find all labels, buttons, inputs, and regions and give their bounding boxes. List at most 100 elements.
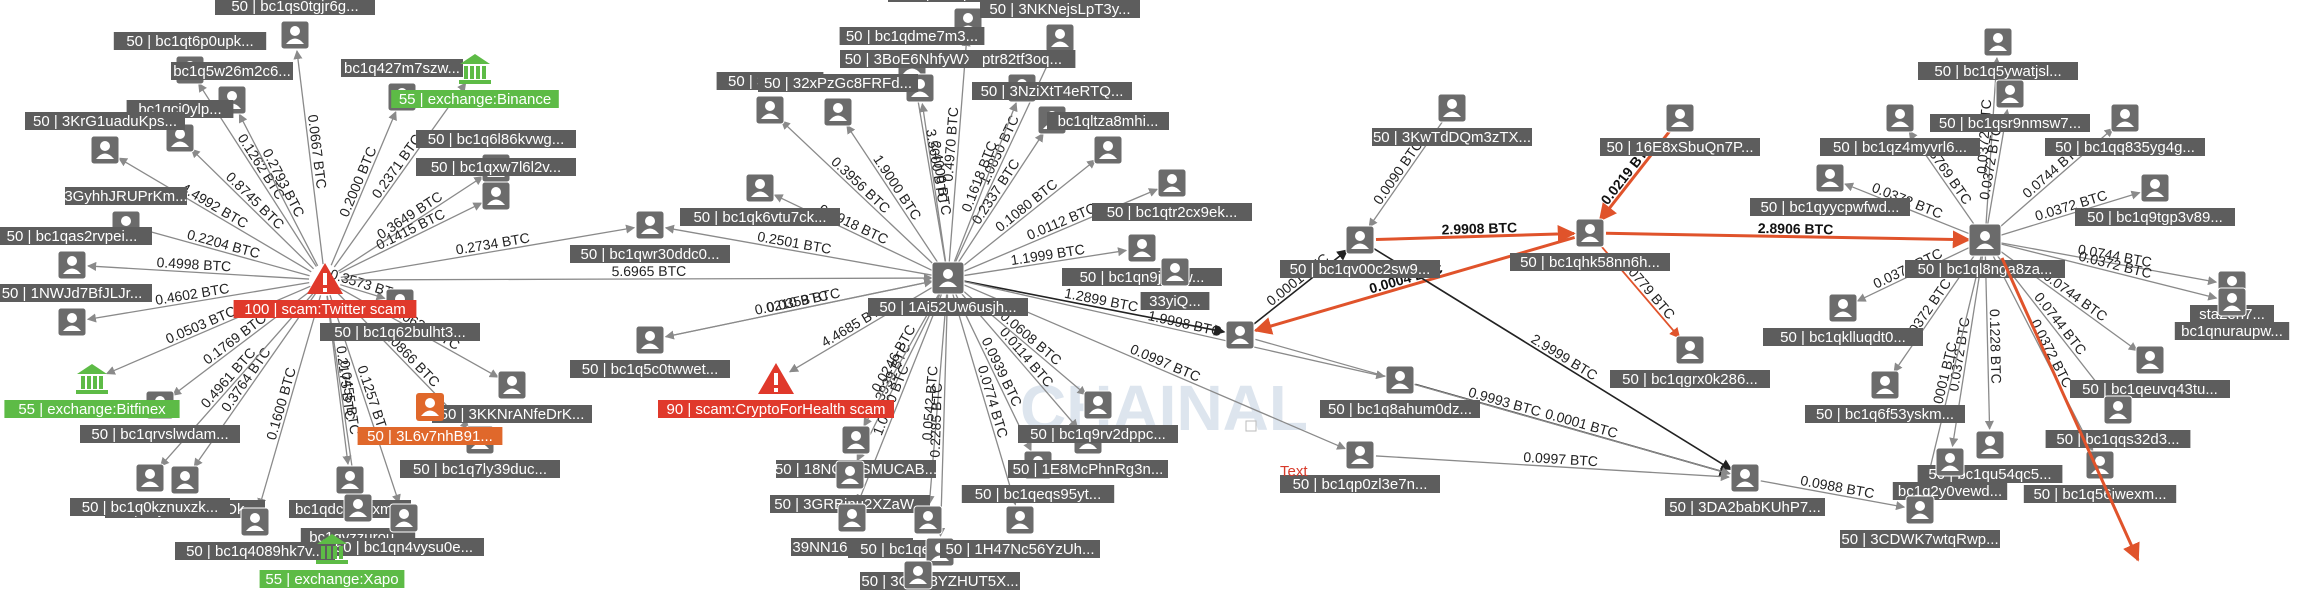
selection-handle[interactable] bbox=[1245, 420, 1257, 432]
edge-n28-n5[interactable] bbox=[190, 148, 315, 270]
edge-n28-n3[interactable] bbox=[238, 113, 319, 267]
edge-n28-n15[interactable] bbox=[257, 295, 322, 508]
edge-n28-n24[interactable] bbox=[333, 82, 467, 268]
edge-n28-n8[interactable] bbox=[339, 202, 483, 274]
node-user[interactable]: 50 | bc1q6f53yskm... bbox=[1805, 370, 1965, 423]
node-user[interactable]: 33yiQ... bbox=[1140, 257, 1210, 310]
edge-n42-n51[interactable] bbox=[954, 292, 1032, 452]
node-user[interactable]: 50 | bc1q5ywatjsl... bbox=[1918, 27, 2078, 80]
edge-n28-n4[interactable] bbox=[330, 110, 397, 266]
edge-n69-n63[interactable] bbox=[1985, 57, 2001, 225]
node-user[interactable]: 50 | bc1qgrx0k286... bbox=[1610, 335, 1770, 388]
node-user[interactable]: 50 | bc1qk6vtu7ck... bbox=[680, 173, 840, 226]
free-text-annotation[interactable]: Text bbox=[1280, 463, 1308, 480]
edge-n42-n21[interactable] bbox=[664, 224, 933, 276]
edge-n69-n72[interactable] bbox=[2000, 243, 2218, 301]
edge-n28-n6[interactable] bbox=[117, 157, 312, 273]
node-user[interactable]: 50 | 3NKNejsLpT3y... bbox=[980, 0, 1140, 53]
edge-n42-n48[interactable] bbox=[936, 293, 949, 537]
node-hub[interactable]: 50 | 1Ai52Uw6usjh... bbox=[868, 261, 1028, 316]
node-user[interactable]: 50 | bc1qn4vysu0e... bbox=[324, 503, 484, 556]
node-user[interactable]: 50 | bc1q0kznuxzk... bbox=[70, 463, 230, 516]
edge-n42-n33[interactable] bbox=[953, 102, 1018, 264]
node-scam[interactable]: 100 | scam:Twitter scam bbox=[233, 263, 417, 318]
node-user[interactable]: bc1q5w26m2c6... bbox=[171, 62, 293, 115]
edge-n62-n79[interactable] bbox=[1760, 480, 1906, 511]
node-user[interactable]: 50 | bc1qwr30ddc0... bbox=[570, 210, 730, 263]
node-bank[interactable]: 55 | exchange:Binance bbox=[391, 54, 559, 108]
edge-n42-n35[interactable] bbox=[846, 124, 940, 266]
node-user[interactable]: 50 | 3CDWK7wtqRwp... bbox=[1840, 495, 2000, 548]
node-user[interactable]: 50 | bc1qz4myvrl6... bbox=[1820, 103, 1980, 156]
node-user[interactable]: 50 | 1H47Nc56YzUh... bbox=[940, 505, 1100, 558]
node-user[interactable]: 50 | 3BoE6NhfyWXZ... bbox=[840, 50, 1000, 103]
edge-n69-n78[interactable] bbox=[1991, 253, 2094, 452]
node-user[interactable]: 50 | 32xPzGc8FRFd... bbox=[758, 74, 918, 127]
node-user[interactable]: 50 | bc1q9rv2dppc... bbox=[1018, 390, 1178, 443]
edge-n42-n50[interactable] bbox=[951, 293, 1018, 506]
node-bank[interactable]: 55 | exchange:Xapo bbox=[259, 534, 405, 588]
edge-n28-n10[interactable] bbox=[87, 261, 310, 280]
edge-n69-n71[interactable] bbox=[2000, 242, 2218, 286]
node-user[interactable]: 50 | 16E8xSbuQn7P... bbox=[1600, 103, 1760, 156]
node-user[interactable]: 50 | bc1qp0zl3e7n... bbox=[1280, 440, 1440, 493]
node-user[interactable]: 50 | 3KwTdDQm3zTX... bbox=[1372, 93, 1532, 146]
edge-n42-n31[interactable] bbox=[919, 102, 947, 263]
node-user[interactable]: 50 | bc1q4089hk7v... bbox=[175, 507, 335, 560]
node-user[interactable]: 50 | bc1q8ahum0dz... bbox=[1320, 365, 1480, 418]
node-scam[interactable]: 90 | scam:CryptoForHealth scam bbox=[658, 363, 894, 418]
node-user[interactable]: 50 | bc1qsr9nmsw7... bbox=[1930, 79, 2090, 132]
edge-n58-n62[interactable] bbox=[1255, 338, 1731, 476]
node-user[interactable]: 50 | bc1qeuvq43tu... bbox=[2070, 345, 2230, 398]
edge-n42-n40[interactable] bbox=[963, 247, 1128, 277]
edge-n69-n76[interactable] bbox=[1984, 255, 1994, 430]
edge-n28-n21[interactable] bbox=[340, 224, 636, 278]
node-user[interactable]: 50 | bc1qt6p0upk... bbox=[113, 32, 267, 85]
edge-n28-n9[interactable] bbox=[140, 227, 310, 277]
edge-n42-n34[interactable] bbox=[780, 120, 937, 268]
edge-n42-n38[interactable] bbox=[773, 194, 934, 272]
edge-n42-n60[interactable] bbox=[963, 280, 1386, 380]
node-user[interactable]: 3GyhhJRUPrKm... bbox=[64, 187, 188, 240]
edge-n28-n1[interactable] bbox=[293, 49, 324, 265]
node-user[interactable]: 50 | bc1qs0tgjr6g... bbox=[215, 0, 375, 50]
edge-n42-n45[interactable] bbox=[856, 292, 942, 462]
node-user[interactable]: 50 | bc1qq835yg4g... bbox=[2045, 103, 2205, 156]
node-user[interactable]: 50 | bc1qklluqdt0... bbox=[1763, 293, 1923, 346]
node-user[interactable]: 50 | bc1q5c0twwet... bbox=[570, 325, 730, 378]
edge-n61-n62[interactable] bbox=[1375, 455, 1730, 482]
edge-n57-n58[interactable] bbox=[1253, 236, 1576, 335]
edge-n55-n57[interactable] bbox=[1375, 224, 1576, 243]
edge-n42-n37[interactable] bbox=[960, 159, 1097, 269]
edge-n23-n42[interactable] bbox=[665, 278, 934, 338]
node-user[interactable]: 50 | bc1qhk58nn6h... bbox=[1510, 218, 1670, 271]
node-bank[interactable]: 55 | exchange:Bitfinex bbox=[4, 364, 180, 418]
node-user[interactable]: 50 | bc1qrvslwdam... bbox=[80, 390, 240, 443]
node-user[interactable]: 50 | bc1qyycpwfwd... bbox=[1750, 163, 1910, 216]
node-user[interactable]: 50 | bc1qn9j9fttw... bbox=[1062, 233, 1222, 286]
edge-n55-n62[interactable] bbox=[1373, 247, 1733, 471]
node-user[interactable] bbox=[1225, 320, 1255, 350]
edge-n42-n36[interactable] bbox=[956, 132, 1044, 265]
node-orange[interactable]: 50 | 3L6v7nhB91... bbox=[357, 393, 503, 445]
node-user[interactable]: bc1qnuraupw... bbox=[2174, 287, 2290, 340]
node-user[interactable]: 50 | bc1qtr2cx9ek... bbox=[1092, 168, 1252, 221]
node-user[interactable]: bc1qltza8mhi... bbox=[1047, 112, 1169, 165]
edge-n42-n58[interactable] bbox=[963, 280, 1226, 336]
node-user[interactable]: 50 | 3KrG1uaduKps... bbox=[25, 112, 185, 165]
edge-n28-n7[interactable] bbox=[338, 176, 484, 272]
edge-n28-n42[interactable] bbox=[340, 273, 933, 283]
node-user[interactable]: 50 | 1NWJd7BfJLJr... bbox=[0, 284, 152, 337]
node-user[interactable]: 50 | bc1qas2rvpei... bbox=[0, 227, 152, 280]
edge-n42-n30[interactable] bbox=[911, 79, 946, 263]
edge-n57-n69[interactable] bbox=[1605, 230, 1971, 249]
node-user[interactable]: 50 | bc1qv00c2sw9... bbox=[1280, 225, 1440, 278]
node-user[interactable]: 50 | bc1q56iwexm... bbox=[2023, 450, 2177, 503]
node-user[interactable]: 50 | bc1q9tgp3v89... bbox=[2075, 173, 2235, 226]
node-hub[interactable]: 50 | bc1ql8nga8za... bbox=[1905, 223, 2065, 278]
edge-n42-n39[interactable] bbox=[962, 188, 1159, 273]
edge-n69-n79[interactable] bbox=[1921, 255, 1982, 496]
node-user[interactable]: 50 | bc1qxw7l6l2v... bbox=[416, 158, 576, 211]
edge-n28-n22[interactable] bbox=[340, 284, 386, 301]
